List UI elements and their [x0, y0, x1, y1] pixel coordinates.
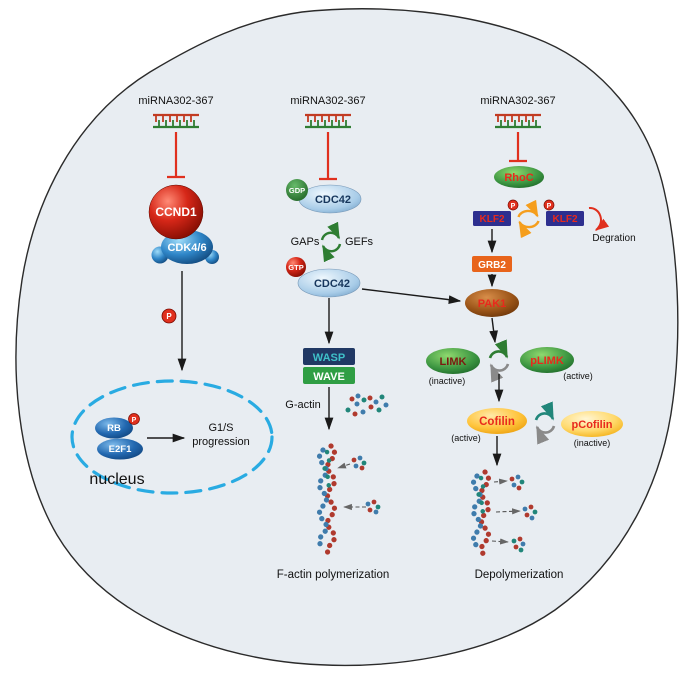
depolymerization-helix [470, 469, 492, 559]
mirna-label-middle: miRNA302-367 [290, 95, 365, 107]
nucleus-outline [70, 379, 274, 495]
wasp-label: WASP [313, 352, 345, 364]
cofilin-label: Cofilin [479, 416, 515, 428]
nucleus-label: nucleus [89, 471, 144, 488]
plimk-label: pLIMK [530, 355, 564, 367]
phospho-p-badge-klf2-left: P [507, 199, 519, 211]
depoly-fragment-cluster-1 [509, 474, 525, 491]
depoly-fragment-cluster-3 [511, 536, 526, 553]
f-actin-monomer-cluster-1 [351, 455, 367, 471]
p-badge-label: P [166, 312, 172, 321]
gdp-badge [286, 179, 308, 201]
cell-outline [15, 8, 679, 667]
limk-label: LIMK [440, 356, 467, 368]
grb2-label: GRB2 [478, 260, 506, 271]
e2f1-node: E2F1 [97, 438, 143, 460]
f-actin-polymerization-label: F-actin polymerization [277, 569, 389, 581]
rb-node: RB [95, 417, 133, 439]
progression-label: progression [192, 436, 249, 448]
pak1-node: PAK1 [465, 289, 519, 317]
pak1-label: PAK1 [478, 298, 507, 310]
grb2-node: GRB2 [472, 256, 512, 272]
gtp-badge [286, 257, 306, 277]
g-actin-monomers [345, 393, 389, 417]
limk-state-label: (inactive) [429, 376, 466, 386]
cofilin-state-label: (active) [451, 433, 481, 443]
inhibition-arrow-left [167, 132, 185, 179]
g-actin-label: G-actin [285, 399, 320, 411]
helix-to-fragment-dashed-arrow-3 [491, 538, 509, 545]
cdc42-gtp-node: CDC42 GTP [286, 257, 361, 298]
p-badge-label: P [547, 203, 552, 210]
ccnd1-node: CCND1 [148, 184, 204, 240]
mirna-label-right: miRNA302-367 [480, 95, 555, 107]
cdc42-label: CDC42 [315, 194, 351, 206]
p-badge-label: P [511, 203, 516, 210]
wave-node: WAVE [303, 367, 355, 384]
rhoc-label: RhoC [504, 172, 533, 184]
gtp-label: GTP [288, 263, 303, 272]
klf2-cycle-icon [517, 199, 540, 239]
rhoc-node: RhoC [494, 166, 544, 188]
g1s-label: G1/S [208, 422, 233, 434]
cdc42-gdp-node: CDC42 GDP [286, 179, 362, 214]
gap-gef-cycle-icon [320, 221, 342, 263]
cdk46-label: CDK4/6 [167, 242, 206, 254]
klf2-label: KLF2 [480, 214, 505, 225]
phospho-p-badge-rb: P [128, 413, 140, 425]
klf2-left-node: KLF2 [473, 211, 511, 226]
limk-cycle-icon [488, 339, 510, 383]
depolymerization-label: Depolymerization [475, 569, 564, 581]
f-actin-helix [316, 443, 338, 561]
limk-node: LIMK [426, 348, 480, 374]
plimk-node: pLIMK [520, 347, 574, 373]
phospho-p-badge-klf2-right: P [543, 199, 555, 211]
wave-label: WAVE [313, 371, 345, 383]
klf2-label: KLF2 [553, 214, 578, 225]
helix-to-fragment-dashed-arrow-2 [495, 508, 521, 515]
pcofilin-node: pCofilin [561, 411, 623, 437]
klf2-right-node: KLF2 [546, 211, 584, 226]
helix-to-fragment-dashed-arrow-1 [493, 478, 508, 485]
monomer-to-helix-dashed-arrow-1 [337, 462, 351, 469]
pak1-to-limk-arrow [489, 317, 498, 344]
gaps-label: GAPs [291, 236, 320, 248]
gdp-label: GDP [289, 186, 305, 195]
phospho-p-badge-left: P [161, 308, 177, 324]
degration-label: Degration [592, 233, 635, 244]
degradation-arrow-icon [588, 206, 610, 231]
pcofilin-state-label: (inactive) [574, 438, 611, 448]
cdc42-label: CDC42 [314, 278, 350, 290]
mirna-label-left: miRNA302-367 [138, 95, 213, 107]
cofilin-cycle-icon [534, 401, 556, 445]
pcofilin-label: pCofilin [572, 419, 613, 431]
inhibition-arrow-right [509, 132, 527, 163]
plimk-state-label: (active) [563, 371, 593, 381]
inhibition-arrow-middle [319, 132, 337, 181]
gefs-label: GEFs [345, 236, 374, 248]
cdc42-to-pak1-arrow [361, 288, 462, 304]
p-badge-label: P [132, 417, 137, 424]
e2f1-label: E2F1 [109, 444, 132, 455]
f-actin-monomer-cluster-2 [365, 499, 381, 515]
cofilin-node: Cofilin [467, 408, 527, 434]
rb-label: RB [107, 423, 121, 434]
wasp-node: WASP [303, 348, 355, 365]
ccnd1-label: CCND1 [155, 205, 197, 219]
depoly-fragment-cluster-2 [522, 504, 538, 521]
